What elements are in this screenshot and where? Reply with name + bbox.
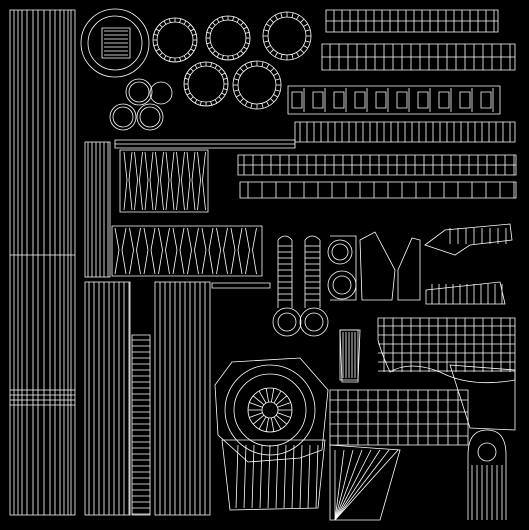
dome-plan [215, 358, 328, 510]
baluster-row-upper [120, 150, 208, 212]
baluster-row-lower [112, 226, 262, 276]
mid-grid-bar [295, 122, 515, 142]
side-wing-panel [340, 330, 360, 382]
dash-row [212, 155, 516, 288]
arched-pier [468, 430, 506, 520]
fan-vault-panel [330, 318, 515, 520]
column-shaft-pair [85, 142, 210, 515]
small-ring-cluster [110, 79, 172, 130]
stepped-frieze-bar [288, 86, 500, 114]
medallion-rings [81, 9, 311, 109]
bracket-pieces [360, 224, 512, 304]
arch-pieces [273, 236, 358, 380]
tall-column-strip [10, 10, 75, 515]
long-thin-bar [115, 140, 295, 148]
top-grid-bar [322, 10, 515, 70]
medallion-label-plate [102, 28, 130, 58]
